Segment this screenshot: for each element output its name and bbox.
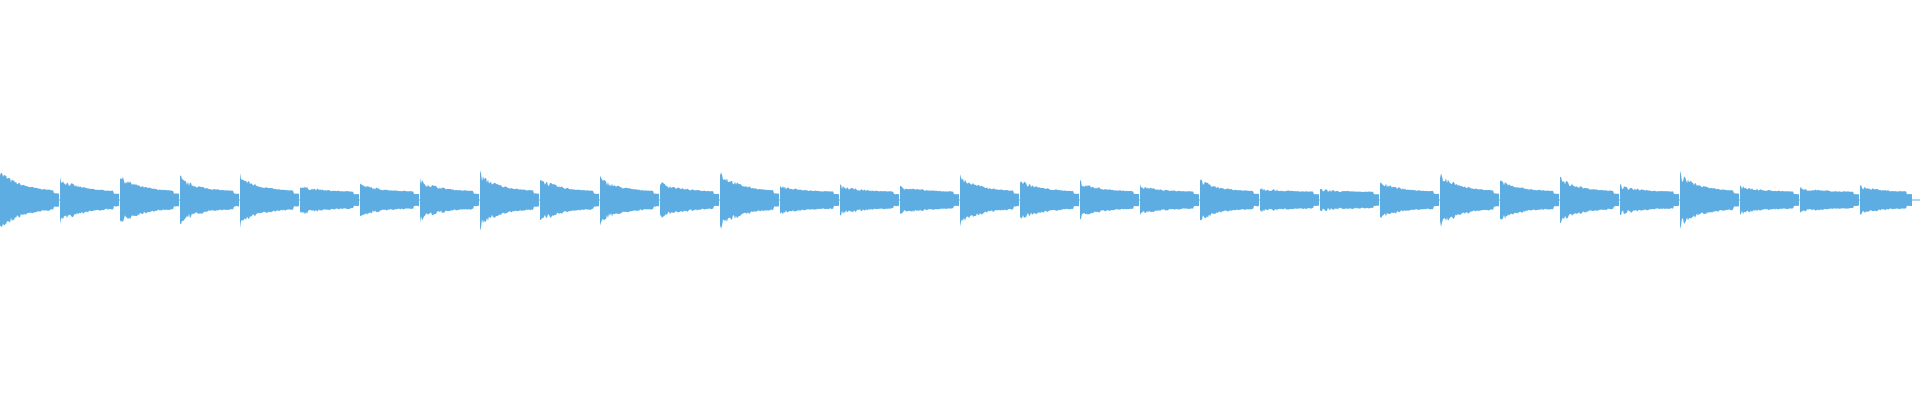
waveform-segment bbox=[720, 172, 779, 229]
waveform-segment bbox=[1260, 188, 1319, 213]
waveform-segment bbox=[1080, 179, 1139, 220]
waveform-segment bbox=[1860, 185, 1912, 215]
waveform-segment bbox=[1020, 181, 1079, 219]
waveform-segment bbox=[1440, 173, 1499, 227]
waveform-segment bbox=[600, 175, 659, 226]
waveform-segment bbox=[1560, 176, 1619, 224]
waveform-segment bbox=[1380, 182, 1439, 219]
waveform-segment bbox=[960, 174, 1019, 227]
waveform-segment bbox=[1620, 184, 1679, 216]
waveform-segment bbox=[1320, 188, 1379, 211]
waveform-segment bbox=[1200, 179, 1259, 221]
waveform-segment bbox=[420, 177, 479, 223]
waveform-segment bbox=[0, 173, 59, 228]
waveform-segment bbox=[180, 175, 239, 225]
waveform-segment bbox=[1680, 170, 1739, 230]
waveform-segment bbox=[900, 185, 959, 215]
waveform-segment bbox=[1140, 183, 1199, 216]
waveform-segment bbox=[480, 170, 539, 231]
waveform-segment bbox=[1740, 185, 1799, 215]
waveform-segment bbox=[240, 172, 299, 228]
waveform-segment bbox=[120, 177, 179, 222]
waveform-segment bbox=[780, 185, 839, 215]
waveform-segment bbox=[60, 176, 119, 224]
waveform-segment bbox=[300, 186, 359, 215]
waveform-segment bbox=[360, 183, 419, 217]
waveform-segment bbox=[840, 184, 899, 216]
waveform-segment bbox=[1500, 180, 1559, 220]
waveform-segment bbox=[660, 182, 719, 219]
waveform-segment bbox=[1800, 186, 1859, 213]
waveform-segment bbox=[540, 179, 599, 221]
